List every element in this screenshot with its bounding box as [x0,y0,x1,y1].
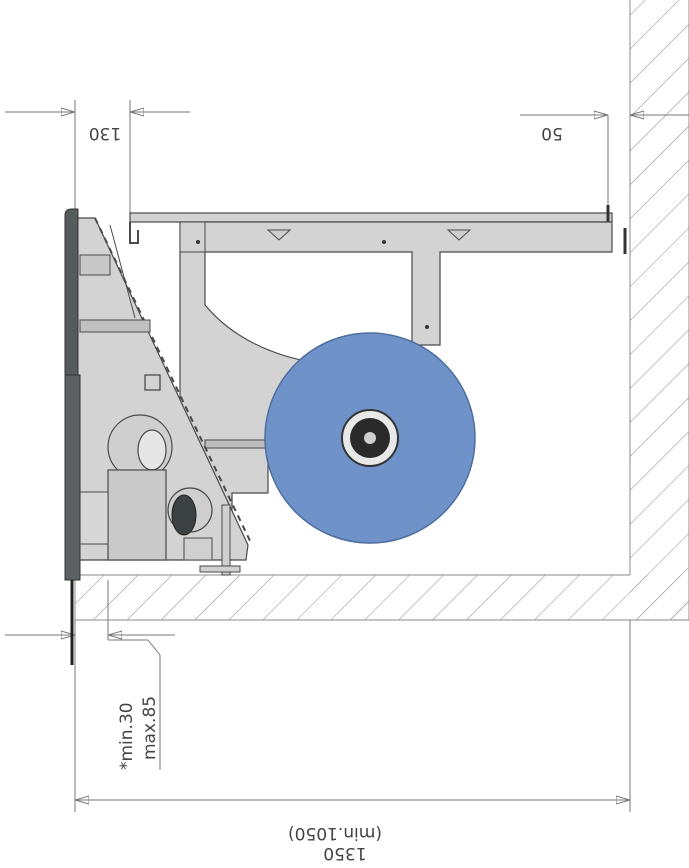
dim-side-max: max.85 [140,696,160,760]
motor-assembly [77,414,241,576]
dim-bottom-main: 1350 [323,843,366,863]
floor-hatch [74,574,689,621]
wall-hatch [629,0,689,620]
dim-top-left: 130 [89,123,121,143]
dimension-lines [5,100,689,812]
dispenser-machine [64,205,627,665]
dim-bottom-sub: (min.1050) [288,823,382,843]
paper-roll [264,332,476,544]
dim-side-min: *min.30 [117,702,137,770]
dim-top-right: 50 [541,123,563,143]
front-panel [64,208,81,665]
